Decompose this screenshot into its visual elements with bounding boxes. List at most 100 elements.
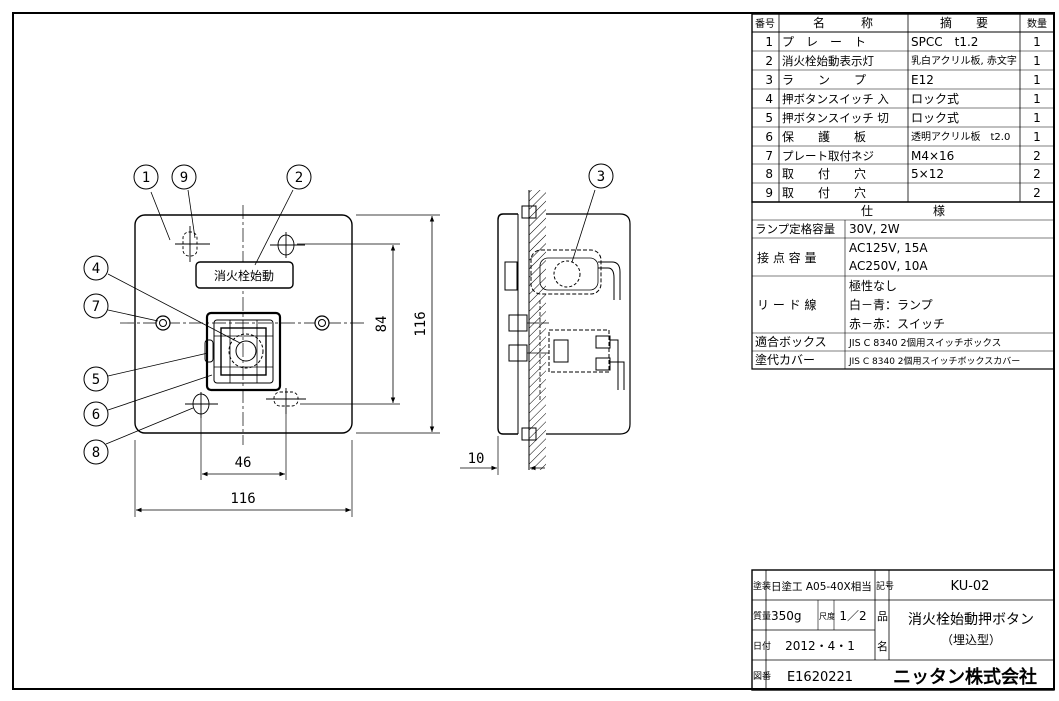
- parts-header-name: 名 称: [813, 15, 873, 30]
- svg-text:消火栓始動表示灯: 消火栓始動表示灯: [782, 54, 874, 68]
- spec-lead-label: リ ー ド 線: [757, 297, 816, 312]
- push-button-assembly: [204, 311, 282, 392]
- svg-text:7: 7: [92, 299, 100, 315]
- dim-depth-label: 10: [468, 451, 485, 467]
- tb-scale-label: 尺度: [819, 611, 835, 621]
- spec-box-value: JIS C 8340 2個用スイッチボックス: [848, 337, 1001, 349]
- front-view: 消火栓始動: [83, 164, 440, 517]
- dim-depth-10: 10: [460, 436, 545, 475]
- svg-text:取 付 穴: 取 付 穴: [782, 185, 866, 200]
- switch-assembly: [504, 261, 625, 400]
- dim-hole-pitch-46: 46: [200, 414, 287, 480]
- tb-drawing-no-label: 図番: [753, 670, 771, 682]
- side-view: 10 3: [460, 163, 631, 475]
- svg-text:2: 2: [1033, 149, 1041, 163]
- svg-text:取 付 穴: 取 付 穴: [782, 166, 866, 181]
- parts-row: 7 プレート取付ネジ M4×16 2: [765, 149, 1040, 163]
- spec-lead-3: 赤－赤：スイッチ: [849, 317, 945, 331]
- svg-text:6: 6: [765, 130, 773, 144]
- spec-box-label: 適合ボックス: [755, 334, 827, 349]
- parts-row: 8 取 付 穴 5×12 2: [765, 166, 1040, 181]
- svg-text:1: 1: [1033, 92, 1041, 106]
- svg-text:8: 8: [765, 167, 773, 181]
- spec-contact-2: AC250V, 10A: [849, 259, 928, 273]
- dim-hole-pitch-h-label: 46: [235, 455, 252, 471]
- plate-screw-left: [155, 315, 171, 331]
- parts-header-spec: 摘 要: [940, 15, 988, 30]
- balloon-2: 2: [254, 164, 312, 266]
- parts-header-no: 番号: [755, 18, 775, 30]
- svg-text:プ レ ー ト: プ レ ー ト: [782, 35, 866, 49]
- tb-paint-label: 塗装: [753, 580, 771, 592]
- svg-text:1: 1: [1033, 35, 1041, 49]
- svg-text:2: 2: [295, 170, 303, 186]
- parts-table: 番号 名 称 摘 要 数量 1 プ レ ー ト SPCC t1.2 1 2 消火…: [751, 13, 1055, 203]
- svg-text:ロック式: ロック式: [911, 111, 959, 125]
- spec-cover-value: JIS C 8340 2個用スイッチボックスカバー: [848, 355, 1020, 367]
- svg-text:押ボタンスイッチ 入: 押ボタンスイッチ 入: [782, 92, 889, 106]
- dim-width-116: 116: [134, 440, 353, 517]
- svg-text:透明アクリル板 t2.0: 透明アクリル板 t2.0: [911, 130, 1010, 143]
- balloon-6: 6: [83, 374, 213, 427]
- switch-box-outline: [546, 213, 631, 435]
- spec-lead-2: 白－青：ランプ: [849, 297, 933, 312]
- plate-outline: [134, 214, 353, 434]
- tb-product-label: 品: [877, 610, 888, 623]
- svg-text:1: 1: [1033, 73, 1041, 87]
- wall-section: [529, 190, 546, 470]
- indicator-lamp-window: [195, 261, 294, 289]
- dim-height-label: 116: [413, 311, 429, 336]
- tb-mass-value: 350g: [771, 609, 802, 623]
- spec-contact-label: 接 点 容 量: [757, 250, 816, 265]
- balloon-1: 1: [133, 164, 171, 241]
- title-block: 塗装 日塗工 A05-40X相当 記号 KU-02 質量 350g 尺度 1／2…: [751, 569, 1055, 691]
- spec-lamp-rating-label: ランプ定格容量: [755, 222, 835, 236]
- tb-product-name: 消火栓始動押ボタン: [908, 612, 1034, 628]
- svg-text:E12: E12: [911, 73, 934, 87]
- svg-text:2: 2: [1033, 167, 1041, 181]
- svg-text:プレート取付ネジ: プレート取付ネジ: [782, 149, 874, 163]
- mount-hole-bottom-right: [266, 388, 306, 414]
- svg-text:保 護 板: 保 護 板: [782, 129, 866, 144]
- svg-text:9: 9: [180, 170, 188, 186]
- svg-text:6: 6: [92, 407, 100, 423]
- tb-model: KU-02: [951, 579, 990, 594]
- dim-hole-pitch-v-label: 84: [374, 316, 390, 333]
- tb-mass-label: 質量: [753, 610, 771, 622]
- plate-screw-right: [314, 315, 330, 331]
- parts-row: 9 取 付 穴 2: [765, 185, 1040, 200]
- company-logo: ニッタン株式会社: [893, 666, 1037, 688]
- mount-hole-bottom-left: [185, 392, 218, 418]
- parts-row: 5 押ボタンスイッチ 切 ロック式 1: [765, 111, 1040, 125]
- balloon-7: 7: [83, 293, 159, 322]
- svg-text:5: 5: [92, 372, 100, 388]
- lamp-assembly: [530, 249, 621, 300]
- spec-contact-1: AC125V, 15A: [849, 241, 928, 255]
- svg-text:2: 2: [765, 54, 773, 68]
- svg-text:2: 2: [1033, 186, 1041, 200]
- spec-header: 仕 様: [861, 204, 945, 218]
- svg-text:5: 5: [765, 111, 773, 125]
- svg-text:3: 3: [597, 169, 605, 185]
- tb-date-value: 2012・4・1: [785, 639, 855, 653]
- parts-row: 6 保 護 板 透明アクリル板 t2.0 1: [765, 129, 1040, 144]
- svg-text:7: 7: [765, 149, 773, 163]
- parts-row: 3 ラ ン プ E12 1: [765, 73, 1040, 87]
- tb-product-label-2: 名: [877, 639, 888, 653]
- svg-text:3: 3: [765, 73, 773, 87]
- balloon-4: 4: [83, 255, 241, 344]
- spec-cover-label: 塗代カバー: [755, 352, 815, 367]
- svg-text:4: 4: [92, 261, 100, 277]
- svg-text:5×12: 5×12: [911, 167, 944, 181]
- dim-width-label: 116: [230, 491, 255, 507]
- svg-text:乳白アクリル板, 赤文字: 乳白アクリル板, 赤文字: [911, 54, 1017, 67]
- tb-mark-label: 記号: [876, 580, 894, 592]
- svg-text:1: 1: [765, 35, 773, 49]
- balloon-9: 9: [171, 164, 197, 239]
- tb-product-sub: （埋込型）: [941, 633, 1001, 647]
- svg-text:1: 1: [1033, 54, 1041, 68]
- svg-text:ラ ン プ: ラ ン プ: [782, 73, 866, 87]
- svg-text:1: 1: [142, 170, 150, 186]
- svg-text:M4×16: M4×16: [911, 149, 954, 163]
